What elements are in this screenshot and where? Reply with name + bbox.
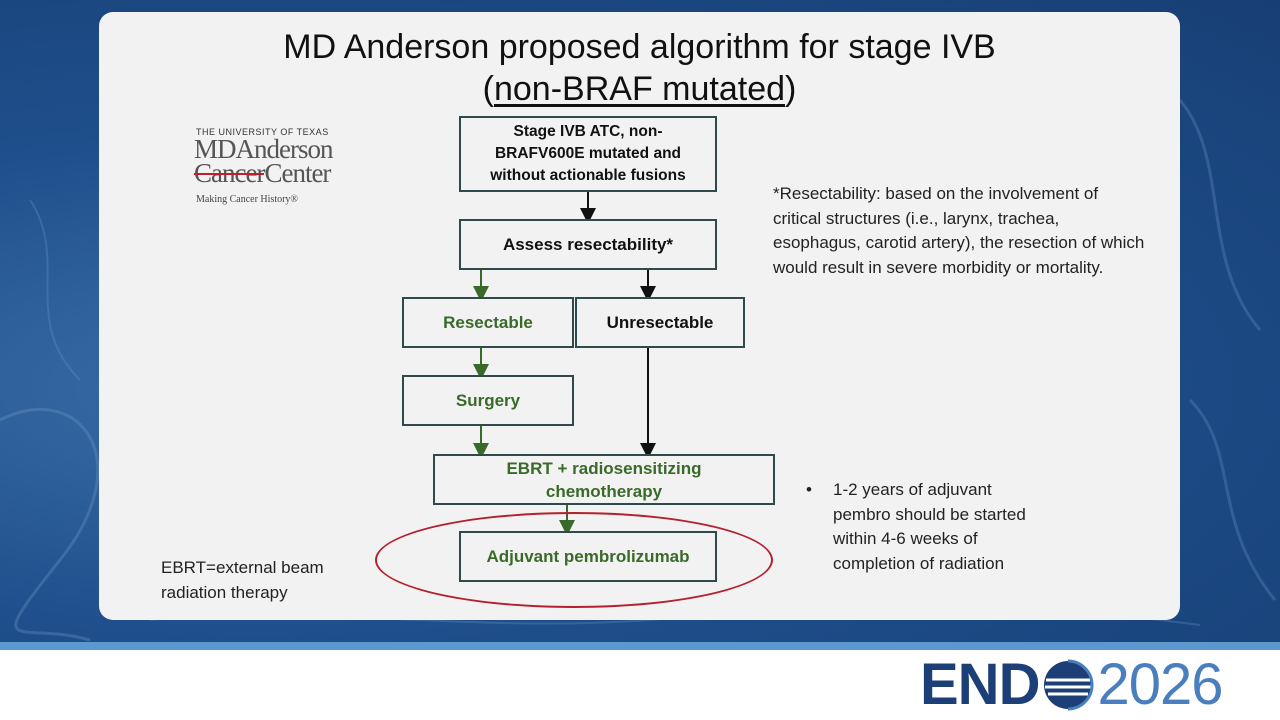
unresectable-box-label: Unresectable xyxy=(606,312,714,332)
resectable-box-label: Resectable xyxy=(443,312,533,332)
endo-brand-text: END xyxy=(920,652,1040,717)
unresectable-box: Unresectable xyxy=(575,297,745,348)
resectability-note: *Resectability: based on the involvement… xyxy=(773,184,1145,277)
bullet-symbol: • xyxy=(806,480,812,499)
ebrt-box-label: EBRT + radiosensitizing chemotherapy xyxy=(506,458,702,501)
endo-year-text: 2026 xyxy=(1097,652,1223,717)
logo-cancer-center: CancerCenter xyxy=(194,158,331,188)
assess-box-label: Assess resectability* xyxy=(502,234,674,254)
stage-box: Stage IVB ATC, non-BRAFV600E mutated and… xyxy=(459,116,717,192)
surgery-box: Surgery xyxy=(402,375,574,426)
adjuvant-bullet-note: • 1-2 years of adjuvant pembro should be… xyxy=(806,478,1046,576)
highlight-ellipse xyxy=(375,512,773,608)
bullet-text: 1-2 years of adjuvant pembro should be s… xyxy=(833,480,1026,573)
footer-stripe xyxy=(0,642,1280,650)
ebrt-box: EBRT + radiosensitizing chemotherapy xyxy=(433,454,775,505)
md-anderson-logo: THE UNIVERSITY OF TEXAS MDAnderson Cance… xyxy=(194,127,366,227)
title-paren-open: ( xyxy=(482,70,494,108)
logo-center: Center xyxy=(264,158,331,188)
logo-cancer-struck: Cancer xyxy=(194,158,265,188)
slide-title: MD Anderson proposed algorithm for stage… xyxy=(99,26,1180,110)
flow-connectors xyxy=(473,191,656,536)
ebrt-definition: EBRT=external beam radiation therapy xyxy=(161,558,324,602)
logo-university: THE UNIVERSITY OF TEXAS xyxy=(196,127,329,137)
resectable-box: Resectable xyxy=(402,297,574,348)
title-line-1: MD Anderson proposed algorithm for stage… xyxy=(283,28,996,66)
endo-2026-logo: END 2026 xyxy=(920,652,1224,717)
assess-box: Assess resectability* xyxy=(459,219,717,270)
surgery-box-label: Surgery xyxy=(455,390,521,410)
title-underlined: non-BRAF mutated xyxy=(493,70,786,108)
title-paren-close: ) xyxy=(785,70,797,108)
stage-box-label: Stage IVB ATC, non-BRAFV600E mutated and… xyxy=(490,123,686,184)
logo-tagline: Making Cancer History® xyxy=(196,194,299,205)
globe-icon xyxy=(1044,659,1094,711)
slide-card: MD Anderson proposed algorithm for stage… xyxy=(99,12,1180,620)
title-line-2: (non-BRAF mutated) xyxy=(99,68,1180,110)
